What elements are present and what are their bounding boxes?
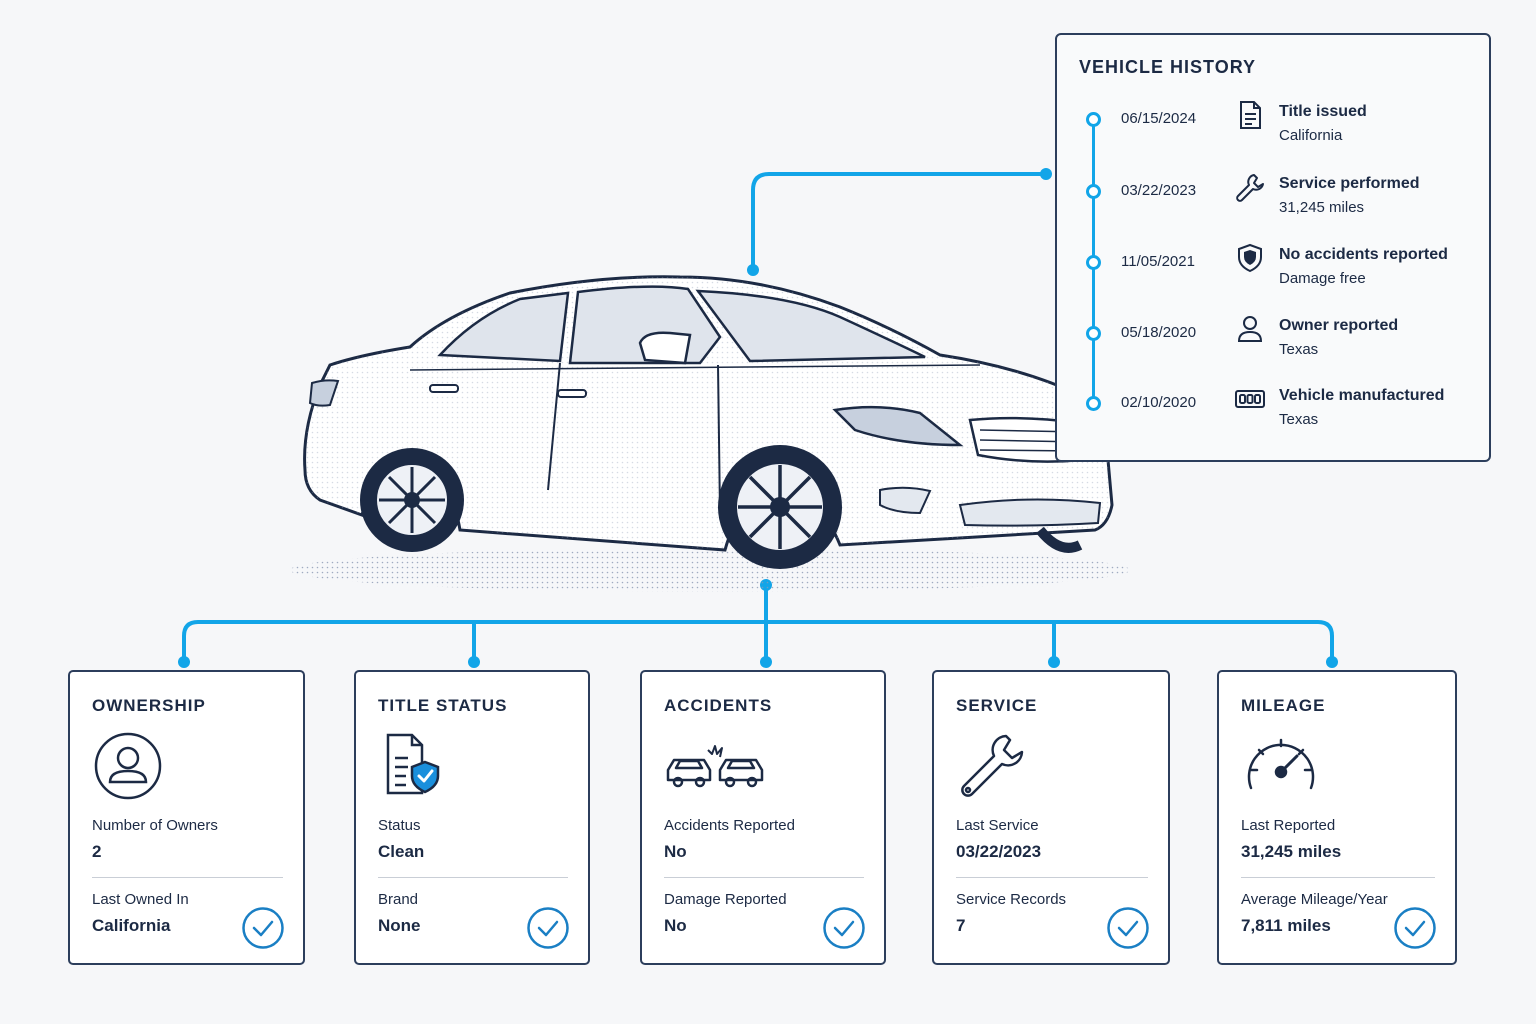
history-event-detail: Texas <box>1279 341 1319 358</box>
history-title: VEHICLE HISTORY <box>1079 57 1257 77</box>
card-title: TITLE STATUS <box>378 696 508 715</box>
card-divider <box>664 877 864 878</box>
card-label: Status <box>378 817 421 834</box>
history-event: 02/10/2020 Vehicle manufactured Texas <box>1057 387 1493 456</box>
card-value: California <box>92 916 171 935</box>
check-circle-icon <box>1106 906 1150 950</box>
car-illustration <box>280 255 1180 600</box>
card-divider <box>92 877 283 878</box>
history-event-title: Service performed <box>1279 175 1420 192</box>
card-label: Last Service <box>956 817 1039 834</box>
history-date: 11/05/2021 <box>1121 253 1195 270</box>
timeline-dot <box>1086 255 1101 270</box>
card-label: Last Owned In <box>92 891 189 908</box>
card-value: No <box>664 916 687 935</box>
history-event-detail: California <box>1279 127 1343 144</box>
wrench-icon <box>956 730 1036 802</box>
card-divider <box>1241 877 1435 878</box>
check-circle-icon <box>241 906 285 950</box>
card-value: 03/22/2023 <box>956 842 1042 861</box>
card-title: OWNERSHIP <box>92 696 206 715</box>
wrench-icon <box>1235 172 1265 202</box>
history-date: 03/22/2023 <box>1121 182 1197 199</box>
document-icon <box>1235 100 1265 130</box>
card-label: Service Records <box>956 891 1067 908</box>
card-label: Average Mileage/Year <box>1241 891 1388 908</box>
ownership-card: OWNERSHIP Number of Owners 2 Last Owned … <box>68 670 305 965</box>
title-status-card: TITLE STATUS Status Clean Brand None <box>354 670 590 965</box>
card-value: 7 <box>956 916 966 935</box>
check-circle-icon <box>822 906 866 950</box>
card-divider <box>956 877 1148 878</box>
timeline-dot <box>1086 326 1101 341</box>
history-event-title: Title issued <box>1279 103 1367 120</box>
history-event: 05/18/2020 Owner reported Texas <box>1057 316 1493 386</box>
shield-icon <box>1235 243 1265 273</box>
history-event: 11/05/2021 No accidents reported Damage … <box>1057 243 1493 315</box>
card-value: None <box>378 916 421 935</box>
history-event-detail: 31,245 miles <box>1279 199 1365 216</box>
history-date: 06/15/2024 <box>1121 110 1197 127</box>
vehicle-history-panel: VEHICLE HISTORY 06/15/2024 Title issued … <box>1055 33 1491 462</box>
document-shield-icon <box>378 730 458 802</box>
card-label: Last Reported <box>1241 817 1336 834</box>
service-card: SERVICE Last Service 03/22/2023 Service … <box>932 670 1170 965</box>
history-event: 03/22/2023 Service performed 31,245 mile… <box>1057 174 1493 244</box>
history-event-title: Vehicle manufactured <box>1279 387 1445 404</box>
card-value: 2 <box>92 842 102 861</box>
card-value: 31,245 miles <box>1241 842 1342 861</box>
history-date: 02/10/2020 <box>1121 394 1197 411</box>
card-value: No <box>664 842 687 861</box>
check-circle-icon <box>526 906 570 950</box>
person-icon <box>1235 314 1265 344</box>
card-value: Clean <box>378 842 425 861</box>
odometer-icon <box>1235 384 1265 414</box>
check-circle-icon <box>1393 906 1437 950</box>
card-title: ACCIDENTS <box>664 696 773 715</box>
car-collision-icon <box>664 730 774 802</box>
card-label: Accidents Reported <box>664 817 795 834</box>
history-date: 05/18/2020 <box>1121 324 1197 341</box>
timeline-dot <box>1086 112 1101 127</box>
history-event-detail: Damage free <box>1279 270 1366 287</box>
card-title: MILEAGE <box>1241 696 1326 715</box>
history-event-title: No accidents reported <box>1279 246 1448 263</box>
history-event-detail: Texas <box>1279 411 1319 428</box>
card-label: Number of Owners <box>92 817 218 834</box>
timeline-dot <box>1086 184 1101 199</box>
card-divider <box>378 877 568 878</box>
accidents-card: ACCIDENTS Accidents Reported No Damage R… <box>640 670 886 965</box>
timeline-dot <box>1086 396 1101 411</box>
card-label: Brand <box>378 891 419 908</box>
mileage-card: MILEAGE Last Reported 31,245 miles Avera… <box>1217 670 1457 965</box>
history-event: 06/15/2024 Title issued California <box>1057 101 1493 172</box>
person-circle-icon <box>92 730 172 802</box>
card-title: SERVICE <box>956 696 1038 715</box>
card-label: Damage Reported <box>664 891 787 908</box>
card-value: 7,811 miles <box>1241 916 1331 935</box>
speedometer-icon <box>1241 730 1321 802</box>
history-event-title: Owner reported <box>1279 317 1399 334</box>
